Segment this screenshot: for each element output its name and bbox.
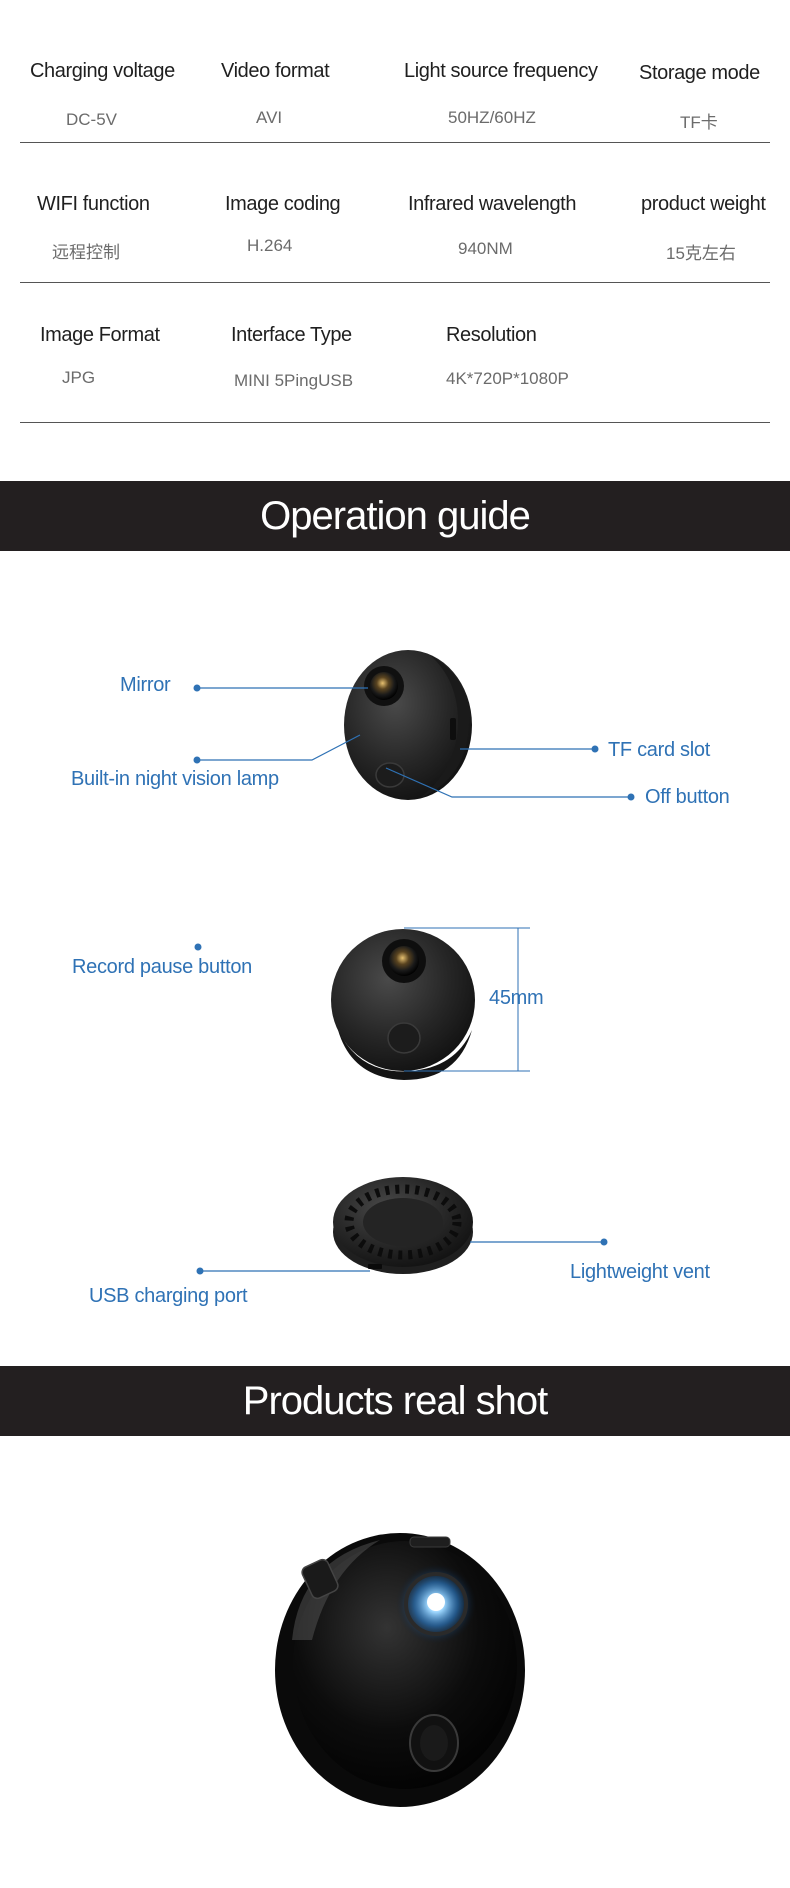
- spec-value-charging-voltage: DC-5V: [66, 110, 118, 129]
- spec-label-product-weight: product weight: [641, 193, 766, 215]
- section-title-real-shot: Products real shot: [0, 1366, 790, 1436]
- spec-value-storage-mode: TF卡: [680, 113, 718, 132]
- callout-night-vision-lamp: Built-in night vision lamp: [71, 768, 279, 790]
- section-title-operation-guide: Operation guide: [0, 481, 790, 551]
- spec-label-video-format: Video format: [221, 60, 330, 82]
- spec-value-infrared-wavelength: 940NM: [458, 239, 513, 258]
- spec-value-image-coding: H.264: [247, 236, 293, 255]
- spec-label-image-coding: Image coding: [225, 193, 341, 215]
- spec-value-video-format: AVI: [256, 108, 283, 127]
- callout-usb-charging-port: USB charging port: [89, 1285, 248, 1307]
- camera-front-image: [331, 929, 475, 1080]
- spec-label-light-source-frequency: Light source frequency: [404, 60, 598, 82]
- callout-mirror: Mirror: [120, 674, 171, 696]
- callout-lightweight-vent: Lightweight vent: [570, 1261, 710, 1283]
- spec-value-interface-type: MINI 5PingUSB: [234, 371, 354, 390]
- camera-back-image: [333, 1177, 473, 1274]
- spec-label-charging-voltage: Charging voltage: [30, 60, 175, 82]
- camera-front-angled-image: [344, 650, 472, 800]
- spec-label-interface-type: Interface Type: [231, 324, 352, 346]
- spec-divider: [20, 142, 770, 143]
- spec-value-resolution: 4K*720P*1080P: [446, 369, 569, 388]
- spec-label-resolution: Resolution: [446, 324, 537, 346]
- spec-value-light-source-frequency: 50HZ/60HZ: [448, 108, 536, 127]
- spec-value-product-weight: 15克左右: [666, 244, 736, 263]
- spec-label-storage-mode: Storage mode: [639, 62, 760, 84]
- spec-value-wifi-function: 远程控制: [52, 243, 120, 262]
- spec-label-image-format: Image Format: [40, 324, 160, 346]
- callout-record-pause-button: Record pause button: [72, 956, 252, 978]
- callout-tf-card-slot: TF card slot: [608, 739, 710, 761]
- product-real-shot-image: [275, 1533, 525, 1807]
- dimension-label: 45mm: [489, 987, 544, 1009]
- spec-label-wifi-function: WIFI function: [37, 193, 150, 215]
- callout-off-button: Off button: [645, 786, 730, 808]
- spec-divider: [20, 422, 770, 423]
- spec-label-infrared-wavelength: Infrared wavelength: [408, 193, 577, 215]
- spec-value-image-format: JPG: [62, 368, 96, 387]
- spec-divider: [20, 282, 770, 283]
